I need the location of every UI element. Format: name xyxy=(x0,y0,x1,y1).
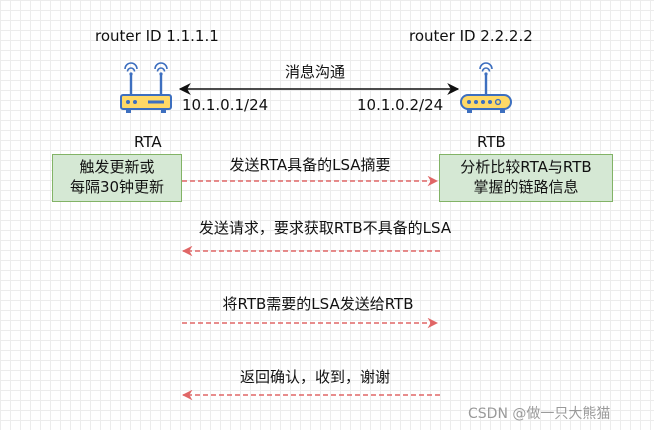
rta-update-box: 触发更新或 每隔30钟更新 xyxy=(52,154,182,202)
rta-box-line-2: 每隔30钟更新 xyxy=(69,178,165,196)
rtb-analysis-box: 分析比较RTA与RTB 掌握的链路信息 xyxy=(439,154,613,202)
rtb-box-line-2: 掌握的链路信息 xyxy=(473,178,579,196)
watermark: CSDN @做一只大熊猫 xyxy=(468,406,611,422)
rtb-box-line-1: 分析比较RTA与RTB xyxy=(460,158,592,176)
rtb-router-icon xyxy=(460,62,512,113)
rta-router-id: router ID 1.1.1.1 xyxy=(95,27,219,45)
rta-box-line-1: 触发更新或 xyxy=(79,158,155,176)
rta-name: RTA xyxy=(134,133,162,151)
rtb-ip: 10.1.0.2/24 xyxy=(357,96,444,114)
rta-ip: 10.1.0.1/24 xyxy=(182,96,269,114)
message-label-2: 发送请求，要求获取RTB不具备的LSA xyxy=(198,219,452,237)
message-label-3: 将RTB需要的LSA发送给RTB xyxy=(222,295,414,313)
rtb-router-id: router ID 2.2.2.2 xyxy=(409,27,533,45)
rtb-name: RTB xyxy=(477,133,506,151)
link-label: 消息沟通 xyxy=(284,63,346,81)
message-label-4: 返回确认，收到，谢谢 xyxy=(239,368,391,386)
message-label-1: 发送RTA具备的LSA摘要 xyxy=(229,156,391,174)
rta-router-icon xyxy=(120,62,172,113)
